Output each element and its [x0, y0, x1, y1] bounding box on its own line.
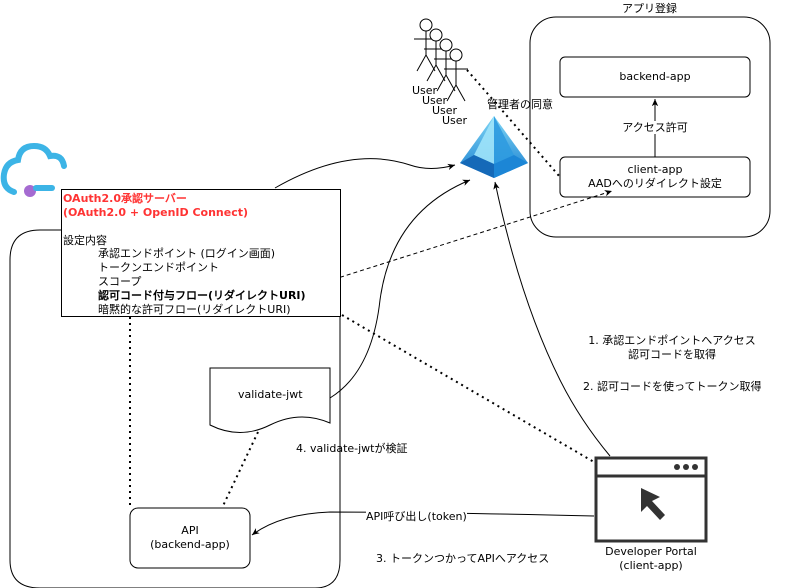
settings-item-auth-endpoint: 承認エンドポイント (ログイン画面) [98, 247, 276, 260]
user-label-3: User [432, 104, 458, 117]
oauth-server-title: OAuth2.0承認サーバー [63, 192, 187, 205]
dotted-oauth-to-portal [341, 314, 595, 463]
redirect-setting-label: AADへのリダイレクト設定 [588, 177, 722, 190]
app-registration-title: アプリ登録 [622, 2, 677, 15]
settings-heading: 設定内容 [63, 234, 107, 247]
oauth-server-box: OAuth2.0承認サーバー (OAuth2.0 + OpenID Connec… [61, 189, 341, 317]
step3-label: 3. トークンつかってAPIへアクセス [376, 552, 550, 565]
developer-portal-icon [594, 456, 708, 543]
connector-portal-to-api [251, 511, 595, 536]
dotted-validate-to-api [221, 431, 259, 509]
settings-item-auth-code-flow: 認可コード付与フロー(リダイレクトURI) [98, 289, 306, 302]
validate-jwt-label: validate-jwt [238, 388, 303, 401]
user-figure-3 [434, 38, 458, 92]
api-box [129, 507, 251, 569]
connector-portal-to-aad [493, 181, 611, 457]
dashed-redirect-line [299, 190, 613, 291]
user-figure-4 [444, 48, 468, 102]
azure-ad-icon [460, 116, 528, 178]
admin-consent-label: 管理者の同意 [487, 98, 553, 111]
step1-sublabel: 認可コードを取得 [628, 348, 716, 361]
step1-label: 1. 承認エンドポイントへアクセス [588, 334, 756, 347]
step4-label: 4. validate-jwtが検証 [296, 442, 408, 455]
backend-app-box [559, 56, 751, 98]
user-label-2: User [422, 94, 448, 107]
connector-validate-to-aad [329, 179, 471, 399]
api-label: API [181, 524, 199, 537]
user-label-4: User [442, 114, 468, 127]
developer-portal-sublabel: (client-app) [619, 559, 683, 572]
settings-item-token-endpoint: トークンエンドポイント [98, 261, 219, 274]
access-permission-label: アクセス許可 [560, 121, 750, 134]
user-figure-1 [414, 18, 438, 72]
api-sublabel: (backend-app) [150, 538, 230, 551]
users-group [414, 18, 468, 102]
cloud-icon [0, 142, 67, 197]
developer-portal-label: Developer Portal [605, 545, 697, 558]
user-figure-2 [424, 28, 448, 82]
settings-item-scope: スコープ [98, 275, 142, 288]
client-app-label: client-app [627, 163, 683, 176]
connector-oauth-to-aad [274, 158, 456, 189]
oauth-server-subtitle: (OAuth2.0 + OpenID Connect) [63, 206, 249, 219]
backend-container [9, 229, 341, 588]
backend-app-label: backend-app [619, 70, 691, 83]
step2-label: 2. 認可コードを使ってトークン取得 [583, 380, 762, 393]
validate-jwt-document [209, 367, 331, 433]
settings-item-implicit-flow: 暗黙的な許可フロー(リダイレクトURI) [98, 303, 291, 316]
user-label-1: User [412, 84, 438, 97]
cursor-icon [641, 488, 665, 520]
api-call-label: API呼び出し(token) [366, 510, 467, 523]
